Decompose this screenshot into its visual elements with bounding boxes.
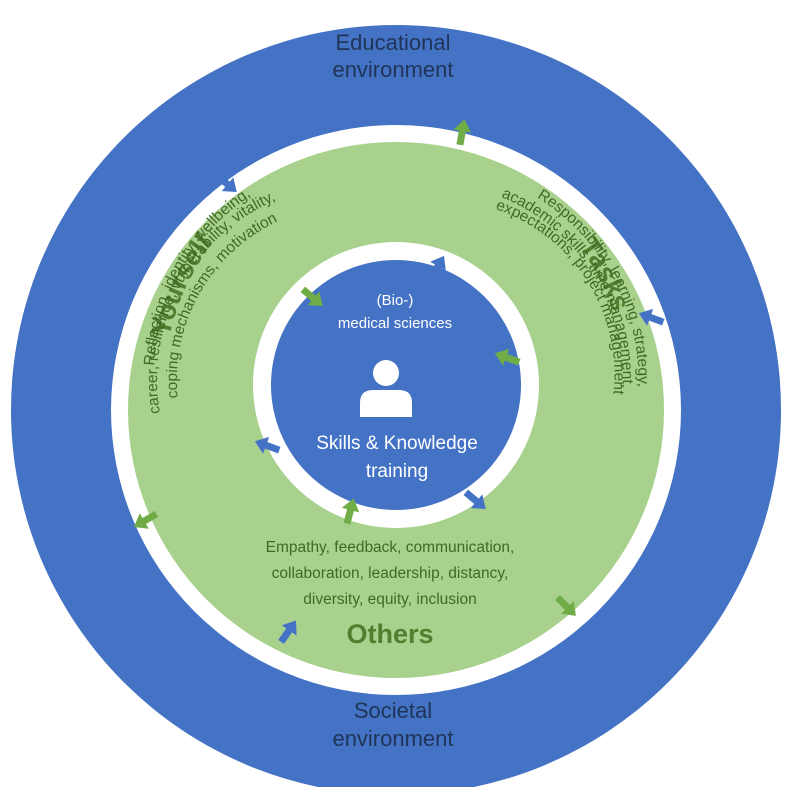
green-arrow-left	[133, 510, 159, 529]
blue-arrow-right	[638, 308, 665, 326]
others-line2: collaboration, leadership, distancy,	[272, 565, 509, 582]
educational-environment-line2: environment	[332, 57, 453, 82]
blue-arrow-inner-top	[427, 255, 446, 281]
others-title: Others	[346, 619, 433, 649]
green-arrow-inner-upper-left	[300, 286, 323, 306]
societal-environment-line1: Societal	[354, 698, 432, 723]
green-arrow-top	[453, 119, 472, 146]
others-line3: diversity, equity, inclusion	[303, 591, 476, 608]
blue-arrow-upper-left	[214, 172, 237, 192]
blue-arrow-inner-left	[254, 436, 281, 454]
blue-arrow-inner-bottom-right	[463, 489, 486, 509]
green-arrow-inner-right	[494, 348, 521, 366]
center-bottom-line2: training	[366, 461, 428, 482]
educational-environment-line1: Educational	[336, 30, 451, 55]
green-arrow-bottom-right	[555, 595, 576, 616]
center-core-circle	[271, 260, 521, 510]
others-line1: Empathy, feedback, communication,	[266, 539, 515, 556]
societal-environment-line2: environment	[332, 726, 453, 751]
green-arrow-inner-bottom	[341, 498, 360, 525]
blue-arrow-bottom-left	[278, 620, 297, 644]
center-top-line2: medical sciences	[338, 315, 452, 332]
center-bottom-line1: Skills & Knowledge	[316, 433, 478, 454]
center-top-line1: (Bio-)	[377, 292, 414, 309]
person-icon	[360, 360, 412, 417]
